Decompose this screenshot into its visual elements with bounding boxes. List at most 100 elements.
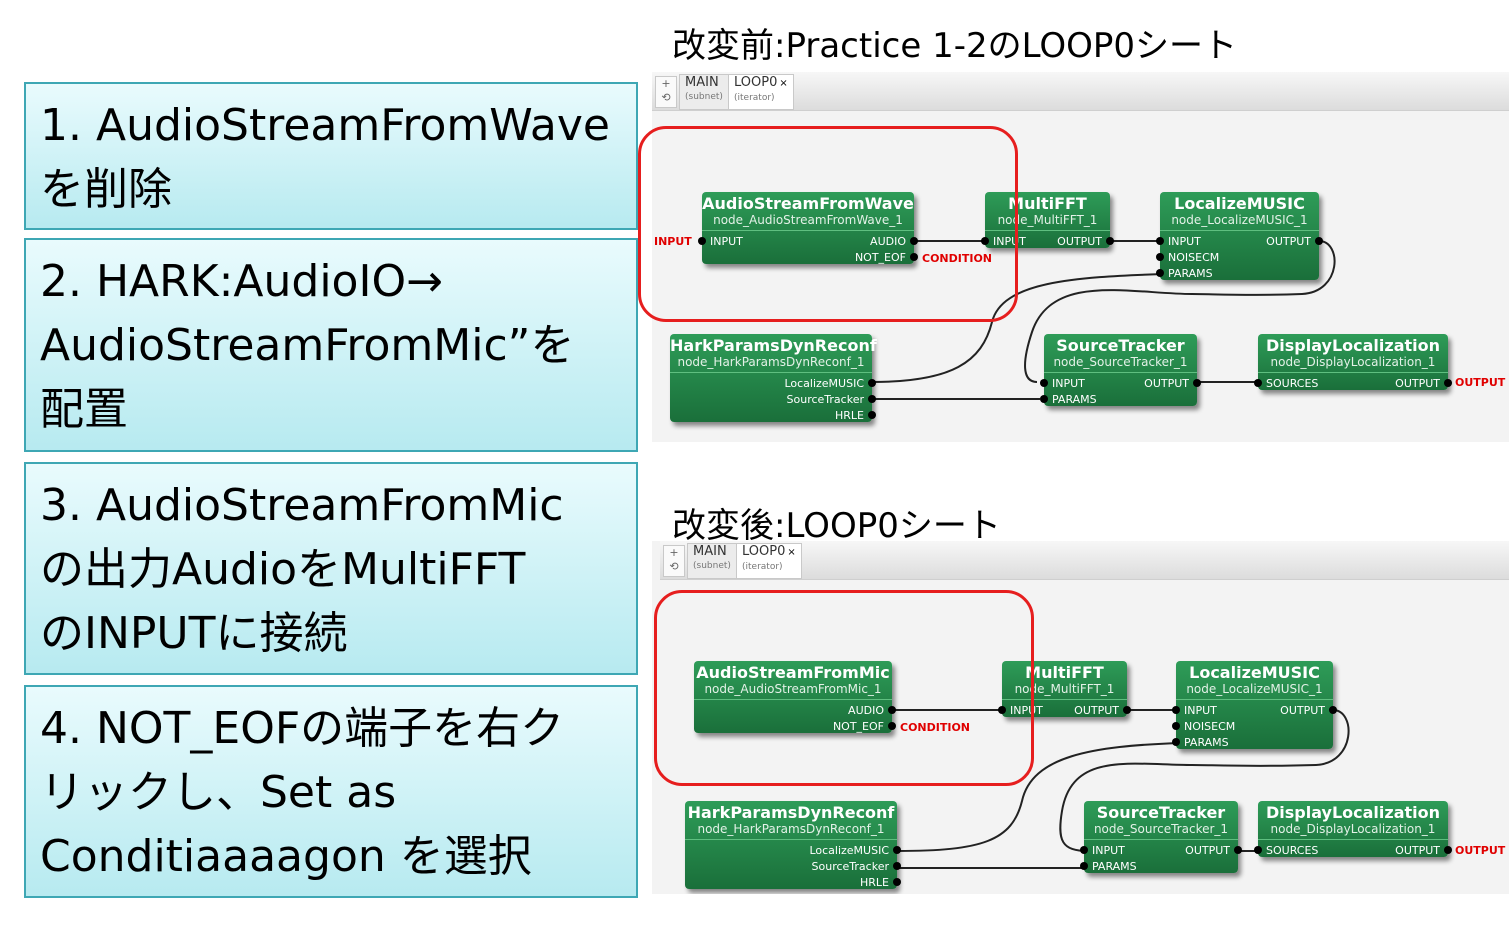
node-title: LocalizeMUSIC: [1174, 194, 1305, 213]
node-title: HarkParamsDynReconf: [670, 336, 877, 355]
port-dot[interactable]: [1040, 379, 1048, 387]
port-dot[interactable]: [893, 862, 901, 870]
port-source-tracker: SourceTracker: [811, 860, 889, 873]
port-dot[interactable]: [868, 395, 876, 403]
port-dot[interactable]: [910, 253, 918, 261]
port-audio: AUDIO: [870, 235, 906, 248]
port-dot[interactable]: [1156, 253, 1164, 261]
port-dot[interactable]: [1444, 846, 1452, 854]
highlight-box-after: [654, 590, 1034, 786]
tab-loop0-label: LOOP0: [734, 75, 778, 90]
add-tab-button[interactable]: +⟲: [663, 545, 685, 577]
external-input-label: INPUT: [654, 235, 692, 248]
close-icon[interactable]: ×: [787, 547, 796, 558]
port-dot[interactable]: [868, 379, 876, 387]
port-dot[interactable]: [893, 878, 901, 886]
port-dot[interactable]: [1315, 237, 1323, 245]
node-subtitle: node_SourceTracker_1: [1093, 822, 1229, 836]
node-harkparamsdynreconf[interactable]: HarkParamsDynReconf node_HarkParamsDynRe…: [685, 801, 901, 889]
port-dot[interactable]: [1106, 237, 1114, 245]
caption-before: 改変前:Practice 1-2のLOOP0シート: [672, 26, 1237, 66]
port-dot[interactable]: [1156, 269, 1164, 277]
step-4-text: 4. NOT_EOFの端子を右ク リックし、Set as Conditiaaaa…: [40, 703, 565, 882]
port-dot[interactable]: [998, 706, 1006, 714]
port-dot[interactable]: [1234, 846, 1242, 854]
node-audiostreamfrommic[interactable]: AudioStreamFromMic node_AudioStreamFromM…: [694, 661, 896, 733]
node-displaylocalization[interactable]: DisplayLocalization node_DisplayLocaliza…: [1254, 801, 1452, 857]
port-localize-music: LocalizeMUSIC: [809, 844, 889, 857]
node-subtitle: node_AudioStreamFromMic_1: [704, 682, 882, 696]
external-condition-label: CONDITION: [922, 252, 993, 265]
tab-loop0-sublabel: (iterator): [742, 562, 783, 572]
node-multifft[interactable]: MultiFFT node_MultiFFT_1 INPUT OUTPUT: [981, 192, 1114, 248]
port-dot[interactable]: [1254, 379, 1262, 387]
step-4-box: 4. NOT_EOFの端子を右ク リックし、Set as Conditiaaaa…: [24, 685, 638, 898]
tab-loop0[interactable]: LOOP0× (iterator): [736, 543, 802, 579]
node-subtitle: node_HarkParamsDynReconf_1: [677, 355, 865, 369]
tab-bar: +⟲ MAIN (subnet) LOOP0× (iterator): [660, 541, 1509, 580]
node-localizemusic[interactable]: LocalizeMUSIC node_LocalizeMUSIC_1 INPUT…: [1156, 192, 1323, 280]
port-dot[interactable]: [888, 722, 896, 730]
tab-loop0-label: LOOP0: [742, 544, 786, 559]
port-localize-music: LocalizeMUSIC: [784, 377, 864, 390]
node-multifft[interactable]: MultiFFT node_MultiFFT_1 INPUT OUTPUT: [998, 661, 1131, 717]
node-sourcetracker[interactable]: SourceTracker node_SourceTracker_1 INPUT…: [1040, 334, 1201, 406]
port-params: PARAMS: [1168, 267, 1213, 280]
node-subtitle: node_MultiFFT_1: [997, 213, 1098, 227]
port-dot[interactable]: [1254, 846, 1262, 854]
port-dot[interactable]: [868, 411, 876, 419]
node-audiostreamfromwave[interactable]: AudioStreamFromWave node_AudioStreamFrom…: [698, 192, 918, 264]
port-dot[interactable]: [698, 237, 706, 245]
port-dot[interactable]: [1172, 706, 1180, 714]
node-harkparamsdynreconf[interactable]: HarkParamsDynReconf node_HarkParamsDynRe…: [670, 334, 877, 422]
port-source-tracker: SourceTracker: [786, 393, 864, 406]
node-displaylocalization[interactable]: DisplayLocalization node_DisplayLocaliza…: [1254, 334, 1452, 390]
port-noisecm: NOISECM: [1168, 251, 1220, 264]
port-dot[interactable]: [888, 706, 896, 714]
tab-main[interactable]: MAIN (subnet): [687, 543, 737, 579]
port-dot[interactable]: [1123, 706, 1131, 714]
node-title: DisplayLocalization: [1265, 803, 1441, 822]
external-condition-label: CONDITION: [900, 721, 971, 734]
step-1-text: 1. AudioStreamFromWave を削除: [40, 100, 611, 215]
tab-main-label: MAIN: [685, 75, 719, 90]
step-2-box: 2. HARK:AudioIO→ AudioStreamFromMic”を 配置: [24, 238, 638, 452]
port-dot[interactable]: [893, 846, 901, 854]
highlight-box-before: [638, 126, 1018, 322]
node-title: DisplayLocalization: [1265, 336, 1441, 355]
node-title: AudioStreamFromMic: [696, 663, 890, 682]
port-dot[interactable]: [1193, 379, 1201, 387]
tab-loop0[interactable]: LOOP0× (iterator): [728, 74, 794, 110]
connection-wires: [892, 709, 1350, 869]
node-subtitle: node_AudioStreamFromWave_1: [713, 213, 903, 227]
port-output: OUTPUT: [1280, 704, 1325, 717]
port-dot[interactable]: [1172, 722, 1180, 730]
add-tab-button[interactable]: +⟲: [655, 76, 677, 108]
port-sources: SOURCES: [1266, 844, 1319, 857]
port-dot[interactable]: [981, 237, 989, 245]
port-dot[interactable]: [1329, 706, 1337, 714]
port-params: PARAMS: [1184, 736, 1229, 749]
node-localizemusic[interactable]: LocalizeMUSIC node_LocalizeMUSIC_1 INPUT…: [1172, 661, 1337, 749]
tab-bar: +⟲ MAIN (subnet) LOOP0× (iterator): [652, 72, 1509, 111]
port-input: INPUT: [1168, 235, 1201, 248]
close-icon[interactable]: ×: [779, 78, 788, 89]
port-not-eof: NOT_EOF: [854, 251, 906, 264]
port-dot[interactable]: [1080, 846, 1088, 854]
port-dot[interactable]: [1172, 738, 1180, 746]
port-dot[interactable]: [1040, 395, 1048, 403]
port-input: INPUT: [710, 235, 743, 248]
port-dot[interactable]: [1444, 379, 1452, 387]
port-dot[interactable]: [1080, 862, 1088, 870]
port-dot[interactable]: [1156, 237, 1164, 245]
node-sourcetracker[interactable]: SourceTracker node_SourceTracker_1 INPUT…: [1080, 801, 1242, 873]
node-title: LocalizeMUSIC: [1189, 663, 1320, 682]
port-input: INPUT: [1092, 844, 1125, 857]
node-title: SourceTracker: [1056, 336, 1185, 355]
step-3-box: 3. AudioStreamFromMic の出力AudioをMultiFFT …: [24, 462, 638, 675]
step-2-text: 2. HARK:AudioIO→ AudioStreamFromMic”を 配置: [40, 256, 575, 435]
port-dot[interactable]: [910, 237, 918, 245]
node-subtitle: node_HarkParamsDynReconf_1: [697, 822, 885, 836]
external-output-label: OUTPUT: [1455, 376, 1506, 389]
port-input: INPUT: [1184, 704, 1217, 717]
